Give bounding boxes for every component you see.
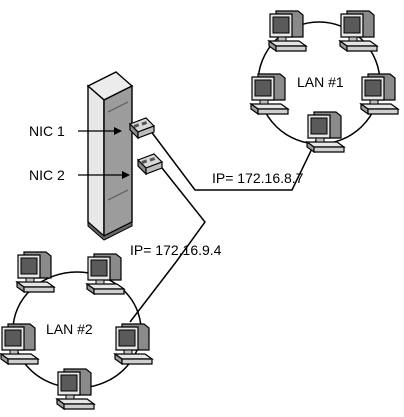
computer-workstation-icon xyxy=(0,323,39,365)
cable-nic2-lan2 xyxy=(129,167,206,323)
nic2-pointer xyxy=(78,171,130,179)
server-tower-icon xyxy=(86,71,134,241)
network-interface-card-icon xyxy=(129,117,155,139)
cable-nic1-lan1 xyxy=(149,127,323,191)
computer-workstation-icon xyxy=(268,10,307,52)
computer-workstation-icon xyxy=(339,10,378,52)
nic1-pointer xyxy=(78,127,122,135)
computer-workstation-icon xyxy=(56,368,95,410)
computer-workstation-icon xyxy=(360,73,399,115)
lan1-label: LAN #1 xyxy=(297,74,344,90)
computer-workstation-icon xyxy=(250,73,289,115)
computer-workstation-icon xyxy=(306,111,345,153)
lan2-label: LAN #2 xyxy=(46,321,93,337)
computer-workstation-icon xyxy=(114,323,153,365)
nic2-label: NIC 2 xyxy=(29,167,65,183)
computer-workstation-icon xyxy=(16,251,55,293)
network-interface-card-icon xyxy=(137,153,163,175)
ip2-label: IP= 172.16.9.4 xyxy=(130,242,222,258)
ip1-label: IP= 172.16.8.7 xyxy=(212,170,304,186)
nic1-label: NIC 1 xyxy=(29,123,65,139)
computer-workstation-icon xyxy=(86,253,125,295)
